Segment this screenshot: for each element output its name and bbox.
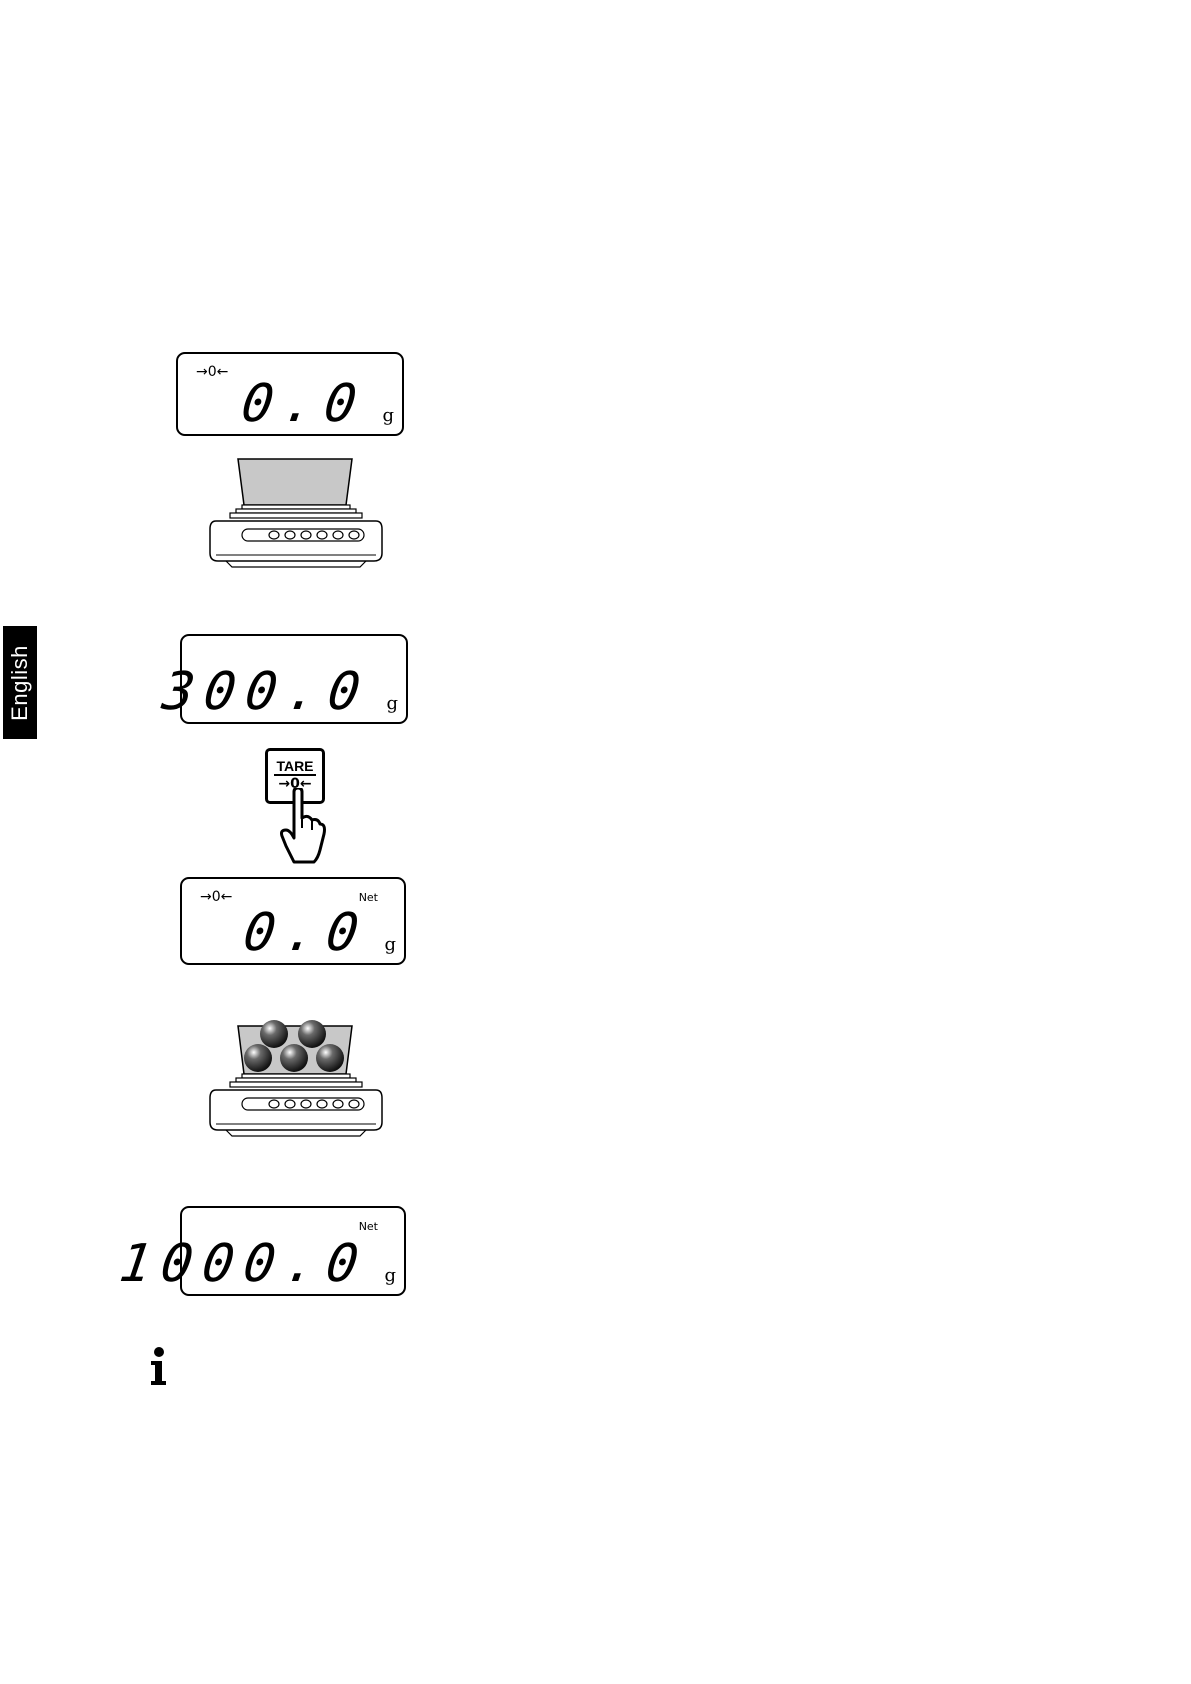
display-reading: 0.0 bbox=[240, 907, 371, 959]
display-reading: 0.0 bbox=[238, 378, 369, 430]
balance-with-weights-icon bbox=[206, 1016, 386, 1141]
tare-label: TARE bbox=[274, 759, 315, 776]
display-reading: 300.0 bbox=[160, 666, 374, 718]
info-icon bbox=[148, 1347, 168, 1387]
display-unit: g bbox=[384, 1265, 396, 1286]
language-tab-label: English bbox=[7, 645, 33, 721]
zero-indicator: →0← bbox=[200, 889, 232, 905]
display-net-zero: →0← Net 0.0 g bbox=[180, 877, 406, 965]
display-net-weight: Net 1000.0 g bbox=[180, 1206, 406, 1296]
display-container-weight: 300.0 g bbox=[180, 634, 408, 724]
display-unit: g bbox=[384, 934, 396, 955]
display-zero: →0← 0.0 g bbox=[176, 352, 404, 436]
display-unit: g bbox=[382, 405, 394, 426]
net-indicator: Net bbox=[359, 1220, 378, 1233]
display-reading: 1000.0 bbox=[117, 1238, 372, 1290]
display-unit: g bbox=[386, 693, 398, 714]
pointing-hand-icon bbox=[280, 788, 326, 866]
language-tab: English bbox=[3, 626, 37, 739]
balance-icon bbox=[206, 455, 386, 570]
zero-indicator: →0← bbox=[196, 364, 228, 380]
